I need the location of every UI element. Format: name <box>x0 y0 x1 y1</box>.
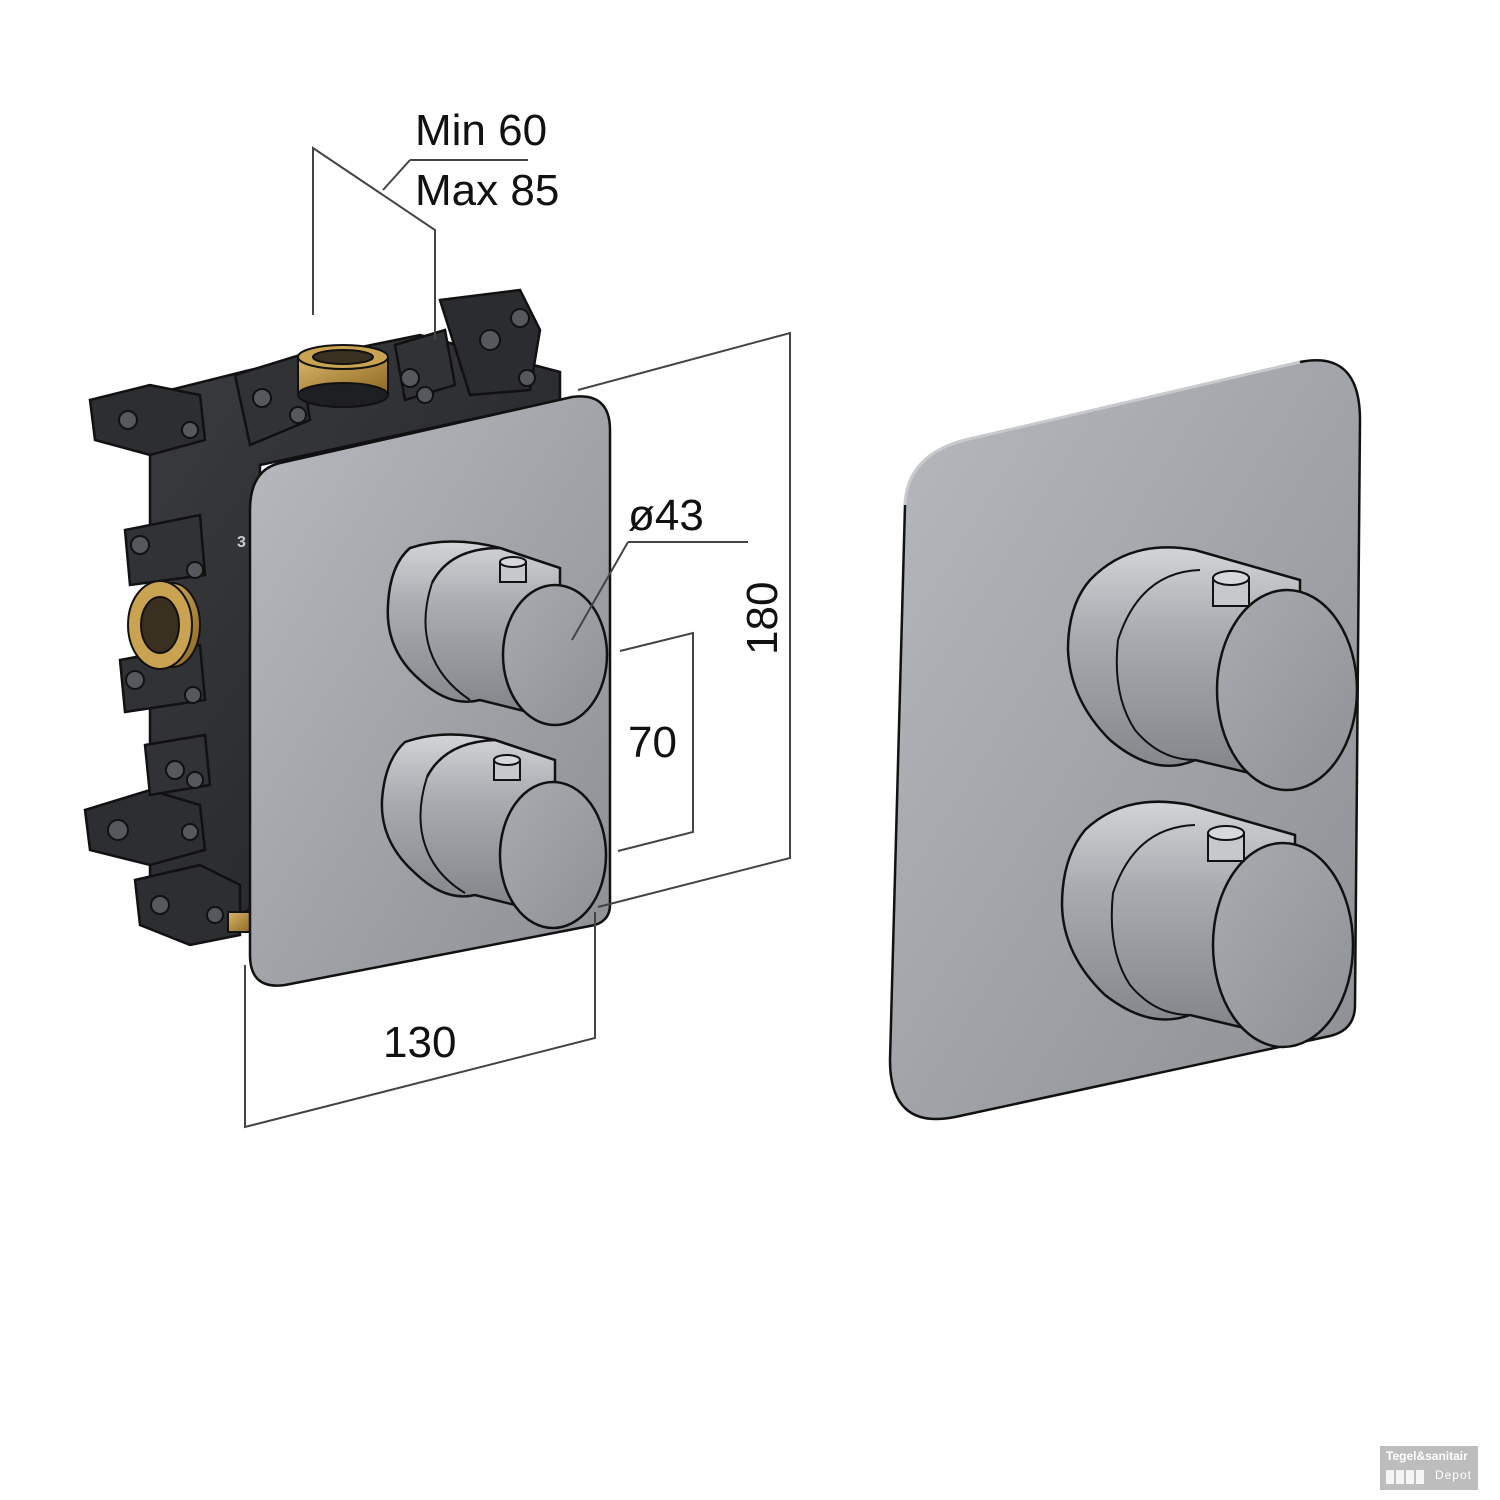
finished-mixer <box>888 359 1362 1121</box>
right-lower-knob <box>1060 800 1355 1049</box>
watermark-sub: Depot <box>1434 1468 1472 1482</box>
mixer-with-housing: 3 <box>83 106 791 1129</box>
left-lower-knob <box>380 733 608 930</box>
knob-spacing-label: 70 <box>628 718 677 767</box>
depth-max-label: Max 85 <box>415 166 559 215</box>
svg-text:3: 3 <box>237 534 246 551</box>
top-brass-inlet <box>297 344 389 408</box>
bottom-brass-inlet <box>227 911 253 933</box>
left-upper-knob <box>386 540 609 727</box>
watermark-blocks <box>1386 1470 1426 1489</box>
watermark-brand: Tegel&sanitair <box>1386 1449 1468 1463</box>
dimension-lines <box>244 146 791 1129</box>
knob-diameter-label: ø43 <box>628 491 704 540</box>
depth-min-label: Min 60 <box>415 106 547 155</box>
housing-screws <box>107 308 536 924</box>
side-brass-inlet <box>127 580 201 670</box>
height-label: 180 <box>738 582 787 655</box>
right-upper-knob <box>1066 546 1359 792</box>
watermark-logo: Tegel&sanitair Depot <box>1380 1446 1478 1490</box>
width-label: 130 <box>383 1018 456 1067</box>
